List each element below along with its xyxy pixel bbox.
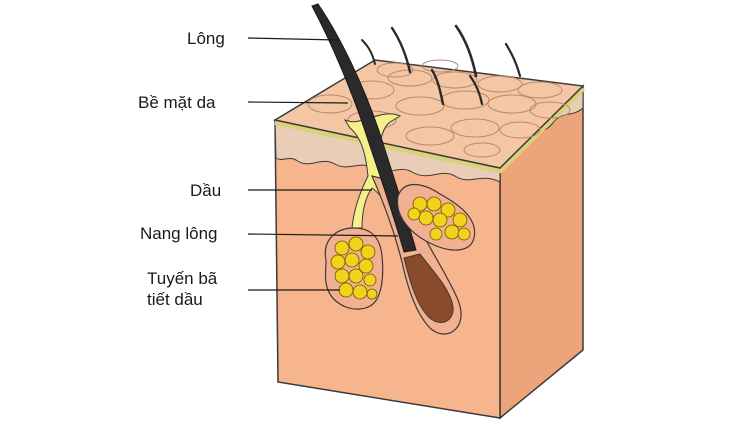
label-hair: Lông [187,29,225,48]
label-sebaceous-gland-line1: Tuyến bã [147,269,218,288]
label-sebaceous-gland-line2: tiết dầu [147,290,203,309]
label-skin-surface: Bề mặt da [138,93,216,112]
leader-lines [247,37,399,291]
leader-line-skin-surface [247,101,349,104]
surface-hairs [361,24,522,106]
label-sebaceous-gland: Tuyến bã tiết dầu [147,268,217,310]
label-oil: Dầu [190,181,222,200]
label-hair-follicle: Nang lông [140,224,218,243]
sebaceous-gland-upper [396,183,476,251]
surface-layer-line [274,85,586,174]
main-hair-shaft [311,3,417,253]
leader-line-hair-follicle [247,233,399,237]
sebaceous-gland-lower [324,227,384,310]
hair-bulb [403,253,454,324]
leader-line-hair [247,37,339,41]
